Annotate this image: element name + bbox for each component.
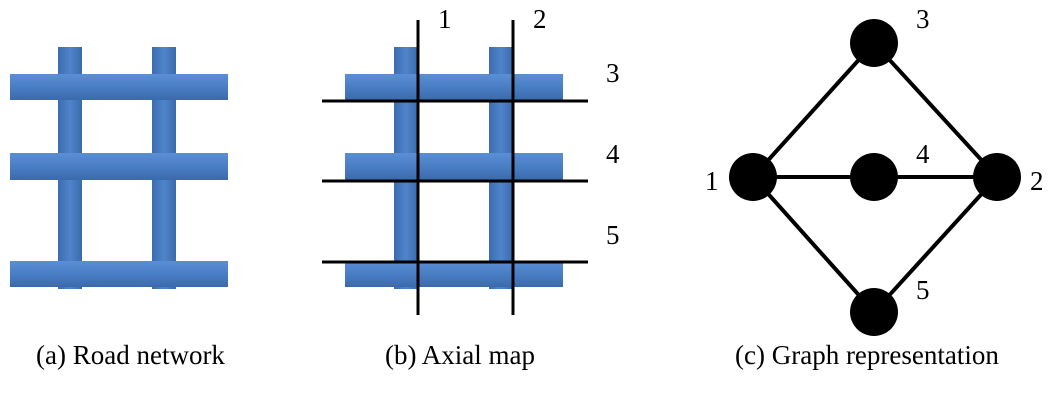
road-horizontal-3 [10, 261, 228, 287]
road-horizontal-2 [10, 153, 228, 180]
axial-label-1: 1 [438, 4, 452, 34]
graph-node-1 [729, 153, 777, 201]
graph-node-label-4: 4 [916, 139, 930, 169]
graph-edge-1-5 [751, 175, 876, 314]
graph-node-label-2: 2 [1030, 166, 1044, 196]
axial-label-4: 4 [606, 139, 620, 169]
graph-node-2 [973, 153, 1021, 201]
axial-map-panel: 1 2 3 4 5 [322, 4, 620, 315]
graph-node-label-3: 3 [916, 4, 930, 34]
graph-node-4 [850, 153, 898, 201]
graph-node-label-1: 1 [705, 166, 719, 196]
road-network-panel [10, 47, 228, 289]
road-horizontal-1 [10, 74, 228, 100]
caption-graph-representation: (c) Graph representation [735, 340, 999, 370]
graph-node-3 [850, 19, 898, 67]
caption-road-network: (a) Road network [36, 340, 225, 370]
axial-road-horizontal-2 [345, 153, 563, 180]
graph-edge-1-3 [751, 41, 876, 179]
axial-label-2: 2 [533, 4, 547, 34]
axial-label-5: 5 [606, 220, 620, 250]
axial-road-horizontal-1 [345, 74, 563, 100]
graph-edge-3-2 [872, 41, 999, 179]
axial-road-horizontal-3 [345, 261, 563, 287]
graph-node-label-5: 5 [916, 275, 930, 305]
graph-node-5 [850, 288, 898, 336]
graph-panel: 1 2 3 4 5 [705, 4, 1044, 336]
axial-label-3: 3 [606, 58, 620, 88]
caption-axial-map: (b) Axial map [385, 340, 535, 370]
graph-edge-5-2 [872, 175, 999, 314]
